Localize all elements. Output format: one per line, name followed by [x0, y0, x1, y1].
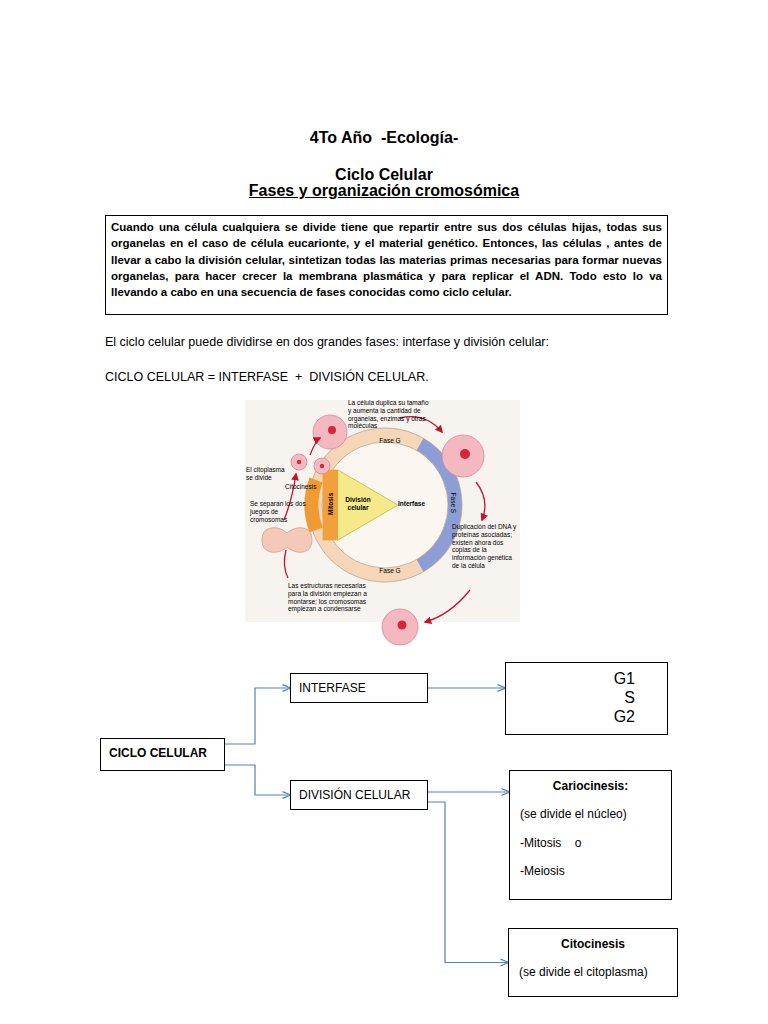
- callout-text: Las estructuras necesarias para la divis…: [288, 582, 372, 613]
- phase-label: Fase G: [370, 437, 410, 445]
- callout-text: Citocinesis: [285, 483, 333, 491]
- cell: [314, 458, 330, 474]
- nucleus: [320, 464, 324, 468]
- cell: [382, 609, 418, 645]
- callout-text: El citoplasma se divide: [246, 466, 292, 482]
- dividing-cell: [262, 528, 312, 552]
- cycle-arrow: [476, 482, 485, 520]
- node-text: INTERFASE: [291, 674, 427, 702]
- ring-inner: [322, 442, 448, 568]
- page-title: 4To Año -Ecología-: [0, 128, 768, 147]
- section-heading: Fases y organización cromosómica: [0, 181, 768, 200]
- division-wedge: [323, 470, 398, 540]
- nucleus: [328, 426, 336, 434]
- node-text: G2: [506, 707, 667, 726]
- cycle-arrow: [425, 590, 470, 622]
- nucleus: [297, 460, 301, 464]
- nucleus: [398, 621, 407, 630]
- phase-label: Fase S: [449, 488, 457, 518]
- phase-g-ring: [315, 435, 455, 575]
- list-box: G1SG2: [505, 662, 668, 735]
- node-text: -Mitosis o: [510, 822, 671, 850]
- process-box: DIVISIÓN CELULAR: [290, 780, 428, 810]
- connector-arrow: [225, 765, 290, 795]
- node-text: (se divide el núcleo): [510, 793, 671, 821]
- daughter-cells: [291, 454, 330, 474]
- connector-arrow: [225, 688, 290, 744]
- connector-arrow: [428, 791, 509, 792]
- process-box: INTERFASE: [290, 673, 428, 703]
- node-text: S: [506, 688, 667, 707]
- ring-outline: [308, 428, 462, 582]
- connector-arrow: [428, 687, 505, 688]
- cell-bottom: [382, 609, 418, 645]
- node-text: DIVISIÓN CELULAR: [291, 781, 427, 809]
- phase-label: Fase G: [370, 567, 410, 575]
- node-text: Cariocinesis:: [510, 771, 671, 793]
- body-text: El ciclo celular puede dividirse en dos …: [105, 335, 725, 350]
- node-text: Cuando una célula cualquiera se divide t…: [106, 216, 667, 304]
- node-text: CICLO CELULAR: [101, 739, 224, 767]
- text-box: Cuando una célula cualquiera se divide t…: [105, 215, 668, 315]
- node-text: Citocinesis: [509, 929, 677, 951]
- node-text: (se divide el citoplasma): [509, 951, 677, 979]
- list-box: Cariocinesis:(se divide el núcleo)-Mitos…: [509, 770, 672, 900]
- phase-label: Mitosis: [327, 484, 335, 524]
- process-box: CICLO CELULAR: [100, 738, 225, 771]
- node-text: G1: [506, 663, 667, 688]
- callout-text: La célula duplica su tamaño y aumenta la…: [348, 399, 430, 430]
- cycle-arrow: [310, 438, 320, 455]
- cycle-arrow: [284, 474, 296, 520]
- cycle-arrow: [284, 550, 288, 578]
- callout-text: Se separan los dos juegos de cromosomas: [250, 500, 312, 523]
- cell-top: [313, 415, 347, 449]
- list-box: Citocinesis(se divide el citoplasma): [508, 928, 678, 997]
- cell: [313, 415, 347, 449]
- node-text: -Meiosis: [510, 850, 671, 878]
- nucleus: [460, 449, 470, 459]
- cell: [291, 454, 307, 470]
- wedge-label: División celular: [340, 496, 376, 512]
- page-subtitle: Ciclo Celular: [0, 165, 768, 184]
- mitosis-band: [323, 470, 338, 540]
- formula-text: CICLO CELULAR = INTERFASE + DIVISIÓN CEL…: [105, 370, 725, 385]
- cell: [442, 435, 484, 477]
- cell-right: [442, 435, 484, 477]
- figure-ground: [245, 400, 520, 622]
- wedge-label: Interfase: [398, 500, 438, 508]
- connector-arrow: [428, 802, 508, 963]
- callout-text: Duplicación del DNA y proteínas asociada…: [452, 523, 520, 570]
